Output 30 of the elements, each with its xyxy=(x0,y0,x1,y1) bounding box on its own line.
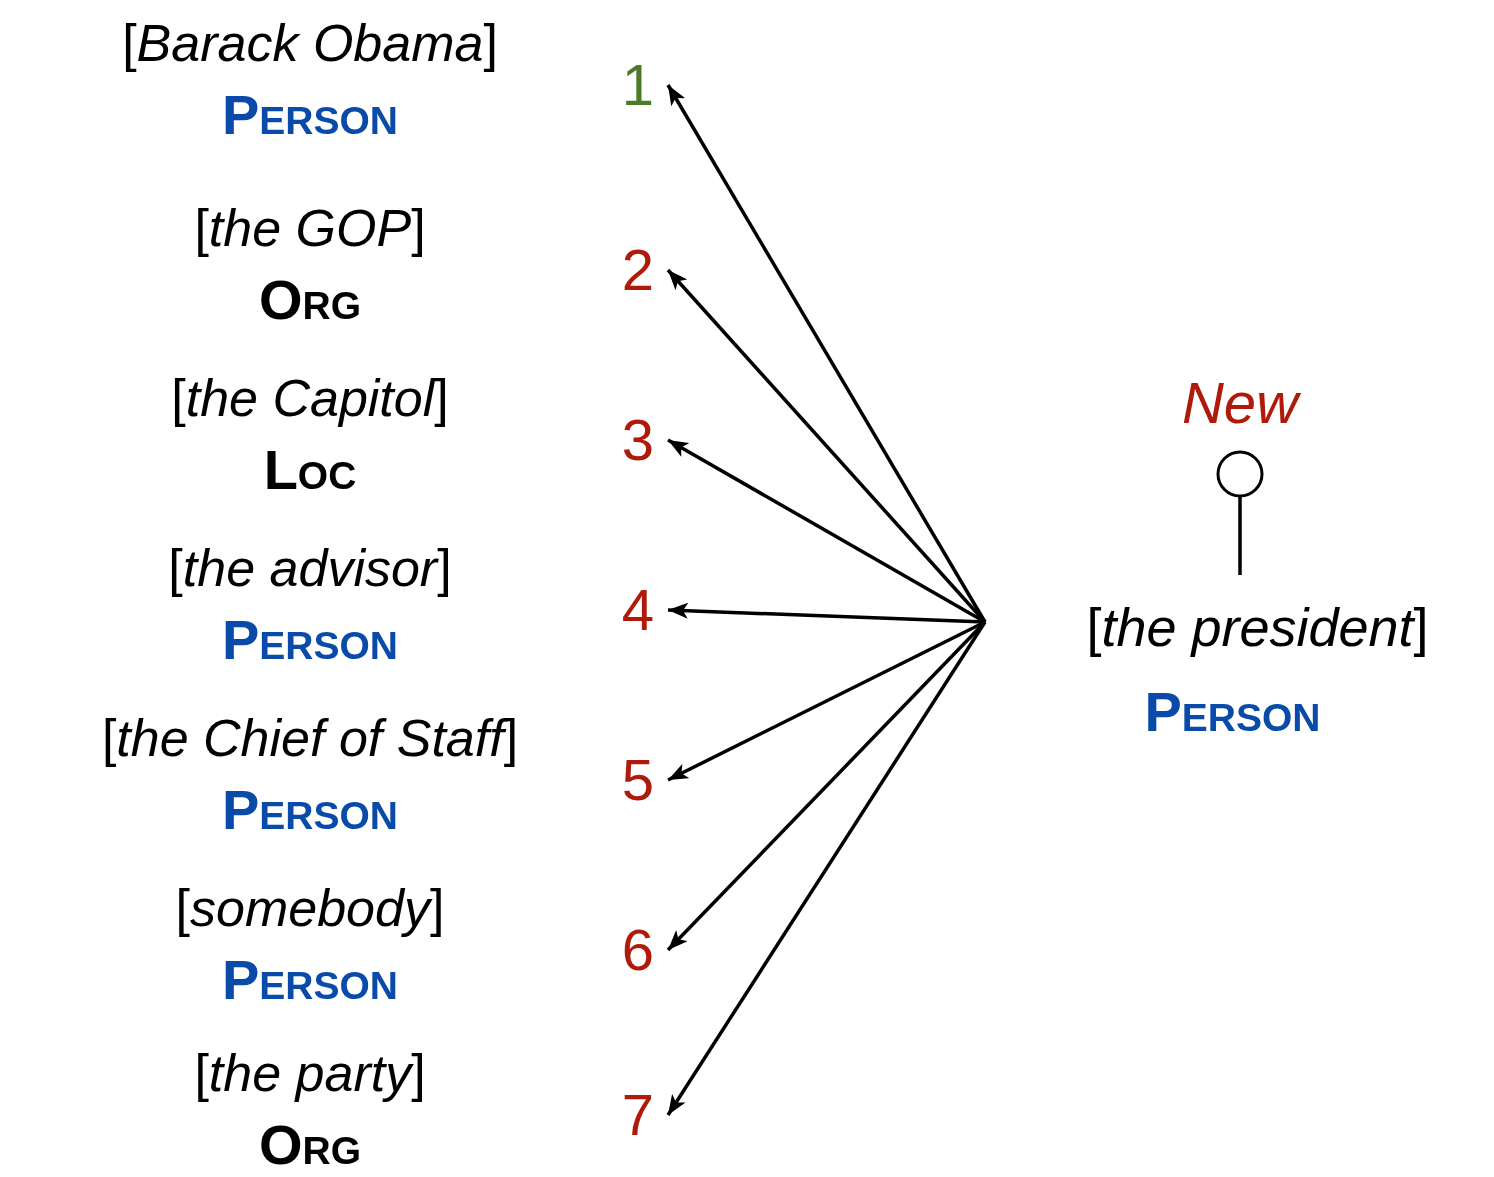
entity-type: Person xyxy=(220,608,399,672)
candidate-number: 3 xyxy=(608,405,668,475)
mention-text: [the Chief of Staff] xyxy=(100,708,520,769)
entity-type: Org xyxy=(257,268,363,332)
entity-type: Person xyxy=(220,948,399,1012)
candidate-number: 6 xyxy=(608,915,668,985)
entity-type: Loc xyxy=(262,438,358,502)
candidate-number: 5 xyxy=(608,745,668,815)
candidate-number: 7 xyxy=(608,1080,668,1150)
entity-type: Person xyxy=(220,778,399,842)
arrow xyxy=(666,621,987,1116)
candidate-number: 1 xyxy=(608,50,668,120)
candidate-number: 2 xyxy=(608,235,668,305)
lollipop-connector xyxy=(1216,450,1264,575)
arrow xyxy=(666,268,987,624)
mention-text: [the advisor] xyxy=(167,538,453,599)
arrow xyxy=(666,84,987,623)
entity-type: Person xyxy=(1143,680,1322,744)
entity-type: Person xyxy=(220,83,399,147)
entity-type: Org xyxy=(257,1113,363,1177)
new-label: New xyxy=(1150,368,1330,452)
mention-text: [Barack Obama] xyxy=(121,13,499,74)
mention-text: [the party] xyxy=(193,1043,427,1104)
mention-text: [somebody] xyxy=(174,878,446,939)
arrow xyxy=(667,438,986,624)
candidate-number: 4 xyxy=(608,575,668,645)
mention-text: [the president] xyxy=(1085,596,1430,659)
mention-text: [the Capitol] xyxy=(170,368,450,429)
mention-text: [the GOP] xyxy=(193,198,427,259)
arrow xyxy=(667,620,986,782)
